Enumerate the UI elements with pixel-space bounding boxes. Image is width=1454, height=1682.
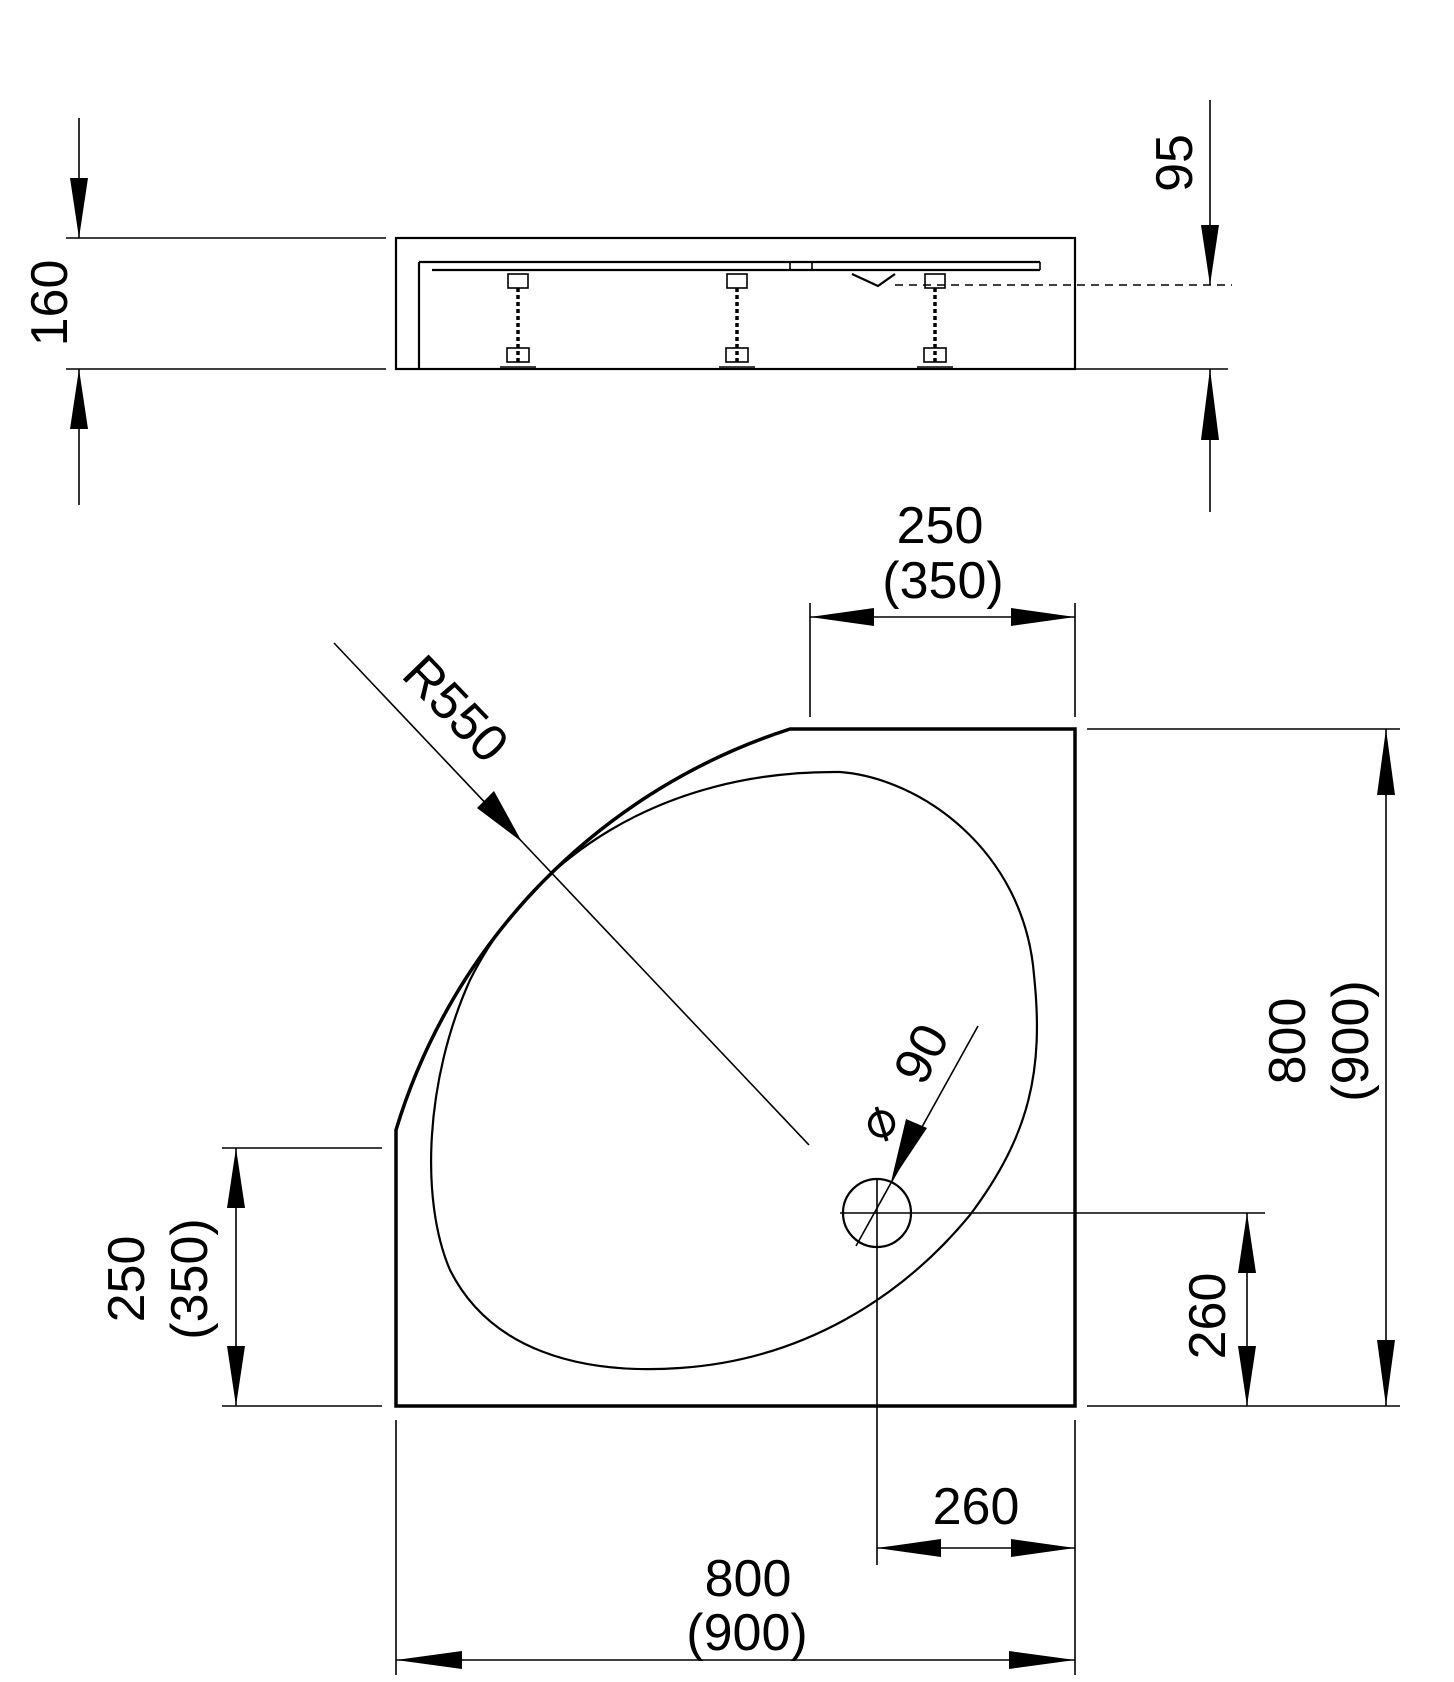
dim-r550-leader [333, 642, 810, 1146]
dim-top-arrow-right [1011, 608, 1075, 626]
side-foot-1 [500, 273, 536, 368]
side-foot-3 [917, 273, 953, 368]
dim-d90-arrow [891, 1119, 927, 1182]
dim-d90-label: 90 [883, 1015, 961, 1093]
dim-top-label: 250 [897, 497, 984, 555]
dim-160-arrow-top [70, 178, 88, 238]
dim-top-label-alt: (350) [882, 552, 1003, 610]
dim-95-arrow-top [1201, 225, 1219, 285]
dim-bottom-label-alt: (900) [686, 1604, 807, 1662]
side-foot-2 [719, 273, 755, 368]
dim-160-arrow-bottom [70, 369, 88, 429]
dim-right-arrow-top [1377, 729, 1395, 795]
dim-bottom-arrow-right [1009, 1651, 1075, 1669]
dim-drain-y-arrow-bottom [1238, 1346, 1256, 1406]
side-drain-siphon [851, 273, 896, 288]
dim-left-label: 250 [98, 1236, 156, 1323]
dim-right-arrow-bottom [1377, 1340, 1395, 1406]
plan-view: R550 ⌀ 90 250 (350) 250 (350) 800 (900) [98, 497, 1400, 1675]
dim-right-label: 800 [1259, 998, 1317, 1085]
dim-bottom-label: 800 [705, 1550, 792, 1608]
dim-left-arrow-bottom [227, 1346, 245, 1406]
side-view: 160 95 [21, 100, 1232, 512]
side-tray-outline [394, 236, 1077, 371]
dim-r550-label: R550 [391, 644, 519, 774]
dim-160-label: 160 [21, 260, 79, 347]
dim-drain-y-label: 260 [1179, 1273, 1237, 1360]
dim-drain-x-arrow-right [1011, 1539, 1075, 1557]
dim-drain-y-arrow-top [1238, 1213, 1256, 1273]
dim-bottom-arrow-left [396, 1651, 462, 1669]
dim-top-arrow-left [810, 608, 874, 626]
dim-drain-x-arrow-left [877, 1539, 941, 1557]
dim-right-label-alt: (900) [1322, 980, 1380, 1101]
dim-left-arrow-top [227, 1148, 245, 1208]
dim-95-label: 95 [1146, 134, 1204, 192]
dim-drain-x-label: 260 [933, 1478, 1020, 1536]
dim-left-label-alt: (350) [161, 1218, 219, 1339]
plan-basin-outline [430, 770, 1039, 1371]
dim-95-arrow-bottom [1201, 369, 1219, 440]
dim-r550-arrow [477, 791, 522, 842]
